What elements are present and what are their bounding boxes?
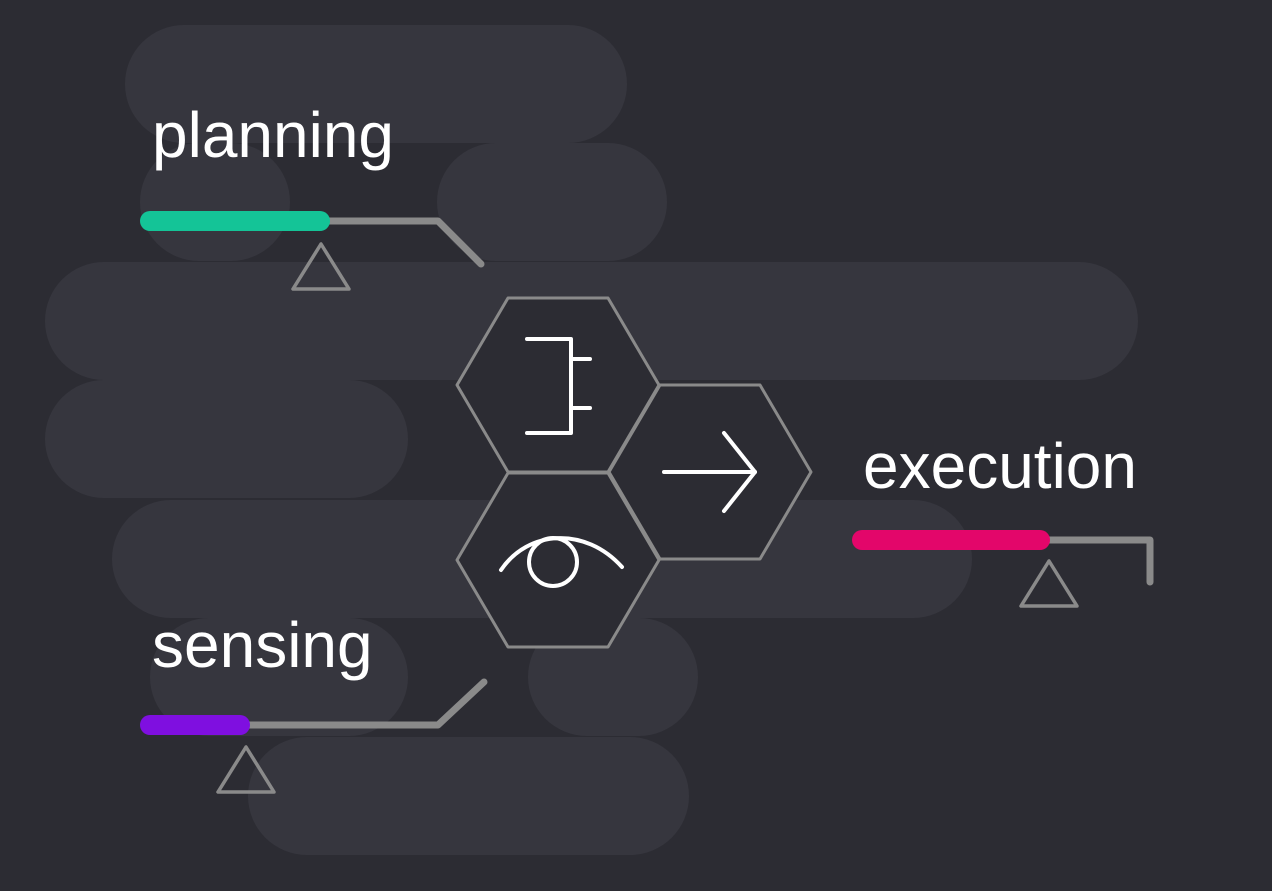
planning-group: planning <box>140 99 485 291</box>
planning-label: planning <box>152 99 394 171</box>
execution-warning-icon <box>1019 559 1079 608</box>
blob-3 <box>437 143 667 261</box>
blob-9 <box>248 737 689 855</box>
arrow-right-icon <box>662 431 757 513</box>
sensing-group: sensing <box>140 609 488 794</box>
hexagon-sensing <box>455 471 661 649</box>
eye-icon <box>499 536 624 588</box>
execution-connector <box>1039 536 1154 586</box>
execution-group: execution <box>852 430 1154 608</box>
blob-2 <box>140 143 290 261</box>
sensing-connector <box>239 678 488 729</box>
blob-7 <box>150 618 408 736</box>
blob-1 <box>125 25 627 143</box>
sensing-warning-icon <box>216 745 276 794</box>
blob-5 <box>45 380 408 498</box>
planning-warning-icon <box>291 242 351 291</box>
bracket-fork-icon <box>525 337 592 435</box>
sensing-label: sensing <box>152 609 373 681</box>
planning-connector <box>316 217 485 268</box>
hexagon-cluster <box>455 296 813 649</box>
execution-label: execution <box>863 430 1137 502</box>
